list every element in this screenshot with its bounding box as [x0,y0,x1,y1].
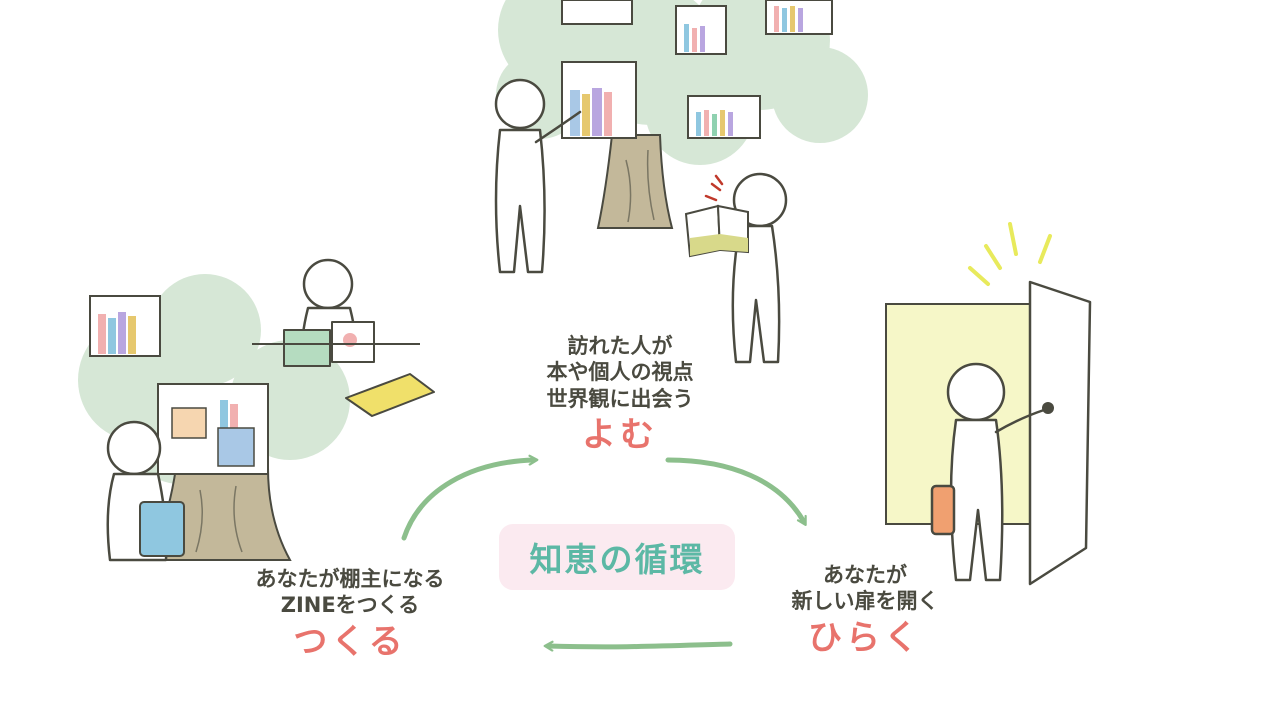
cycle-step-tsukuru: あなたが棚主になる ZINEをつくる つくる [205,566,495,663]
person-icon [704,172,788,364]
yomu-line-1: 訪れた人が [567,334,673,358]
yomu-verb: よむ [582,414,658,455]
tsukuru-verb: つくる [293,621,407,662]
person-icon [252,258,420,367]
tsukuru-line-1: あなたが棚主になる [255,567,445,591]
person-icon [106,420,185,562]
hiraku-line-1: あなたが [823,563,907,587]
cycle-step-yomu: 訪れた人が 本や個人の視点 世界観に出会う よむ [500,333,740,456]
hiraku-line-2: 新しい扉を開く [791,589,939,614]
center-badge: 知恵の循環 [499,524,735,590]
cycle-step-hiraku: あなたが 新しい扉を開く ひらく [745,562,985,659]
hiraku-verb: ひらく [808,617,922,658]
tsukuru-line-2: ZINEをつくる [280,593,420,618]
person-icon [930,362,1046,582]
open-book-icon [345,373,435,417]
person-icon [494,78,582,274]
tree-bookshelf-icon [496,0,868,229]
book-spines [570,6,803,136]
yomu-line-3: 世界観に出会う [546,386,694,411]
yomu-line-2: 本や個人の視点 [546,360,694,385]
cycle-arrow-icon [401,454,807,652]
open-book-icon [684,204,749,258]
